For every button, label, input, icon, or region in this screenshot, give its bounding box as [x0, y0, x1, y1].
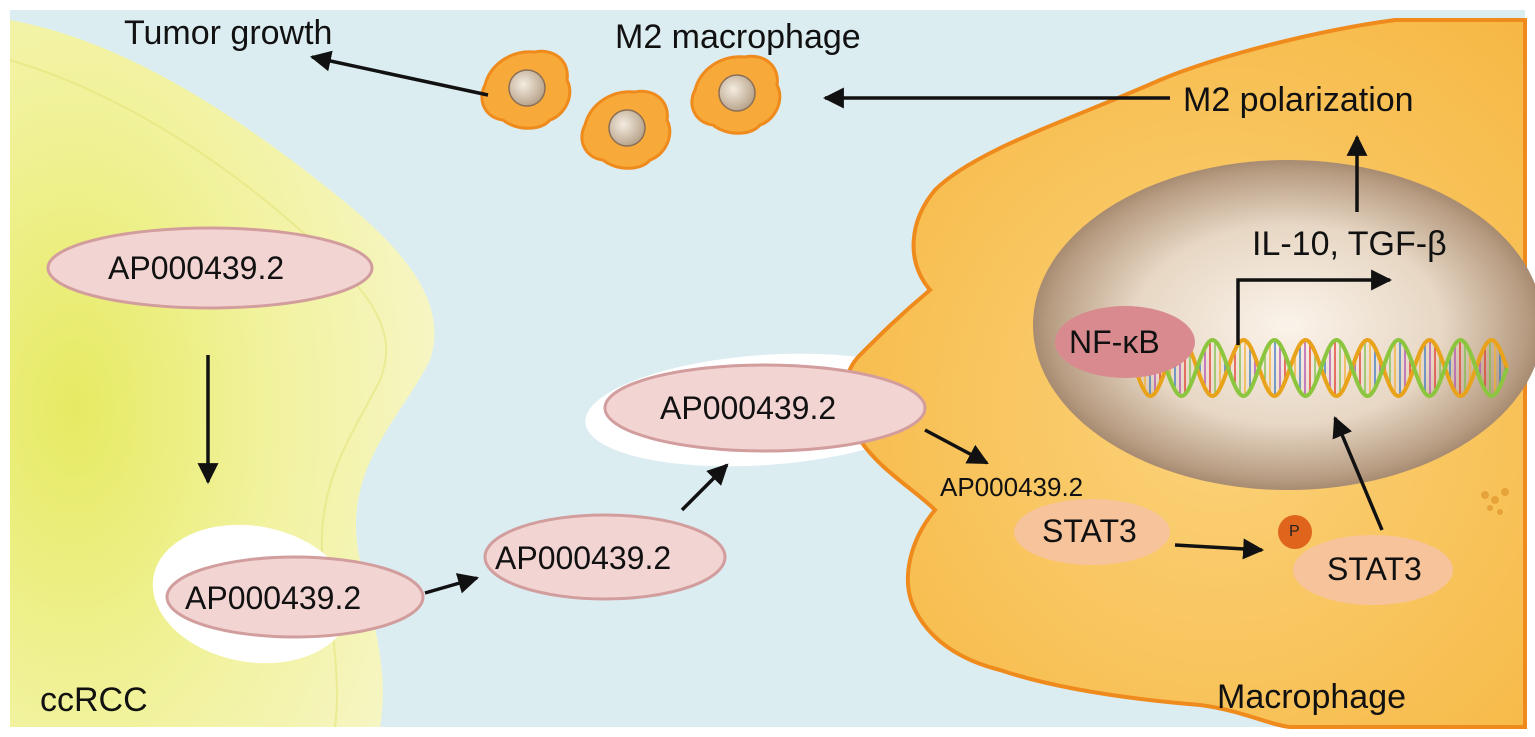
- ap-exosome-label: AP000439.2: [185, 580, 362, 616]
- arrow-extracellular-up: [680, 463, 729, 512]
- stat3-phos-label: STAT3: [1327, 551, 1422, 587]
- m2-polarization-label: M2 polarization: [1183, 81, 1414, 119]
- m2-macrophage-1: [480, 49, 572, 130]
- pill-ap-exosome: [165, 555, 425, 639]
- pill-ap-extracellular-2: [603, 363, 927, 453]
- pill-nfkb: [1055, 306, 1195, 378]
- ap-extracellular-1-label: AP000439.2: [495, 540, 672, 576]
- m2-macrophage-label: M2 macrophage: [615, 18, 861, 56]
- stat3-unphos-label: STAT3: [1042, 513, 1137, 549]
- m2-macrophage-3: [690, 54, 782, 135]
- nfkb-label: NF-κB: [1069, 324, 1160, 360]
- m2-macrophage-2: [580, 89, 672, 170]
- pill-ap-tumor-top: [46, 226, 374, 310]
- ap-tumor-top-label: AP000439.2: [108, 250, 285, 286]
- macrophage-label: Macrophage: [1217, 678, 1407, 716]
- arrow-stat3-to-nucleus: [1332, 416, 1384, 531]
- tumor-growth-label: Tumor growth: [124, 14, 333, 52]
- pill-stat3-phos: [1293, 535, 1453, 605]
- arrow-phosphorylation: [1174, 538, 1265, 560]
- ccrcc-label: ccRCC: [40, 681, 148, 719]
- arrow-transcription: [1236, 269, 1393, 345]
- dna-helix: [1133, 337, 1509, 399]
- phospho-badge: [1278, 515, 1312, 549]
- nucleus: [1033, 160, 1535, 490]
- dna-strand: [1133, 337, 1509, 399]
- cytoplasm-granules: [1481, 488, 1509, 515]
- arrow-exosome-to-extracellular: [424, 573, 480, 595]
- arrow-uptake: [924, 428, 989, 465]
- cytokines-label: IL-10, TGF-β: [1252, 225, 1447, 263]
- ap-intracellular-label: AP000439.2: [940, 472, 1084, 502]
- pill-ap-extracellular-1: [483, 513, 727, 601]
- phospho-label: P: [1289, 523, 1300, 540]
- arrow-to-tumor-growth: [309, 50, 489, 97]
- pill-stat3-unphos: [1014, 499, 1170, 565]
- ap-extracellular-2-label: AP000439.2: [660, 390, 837, 426]
